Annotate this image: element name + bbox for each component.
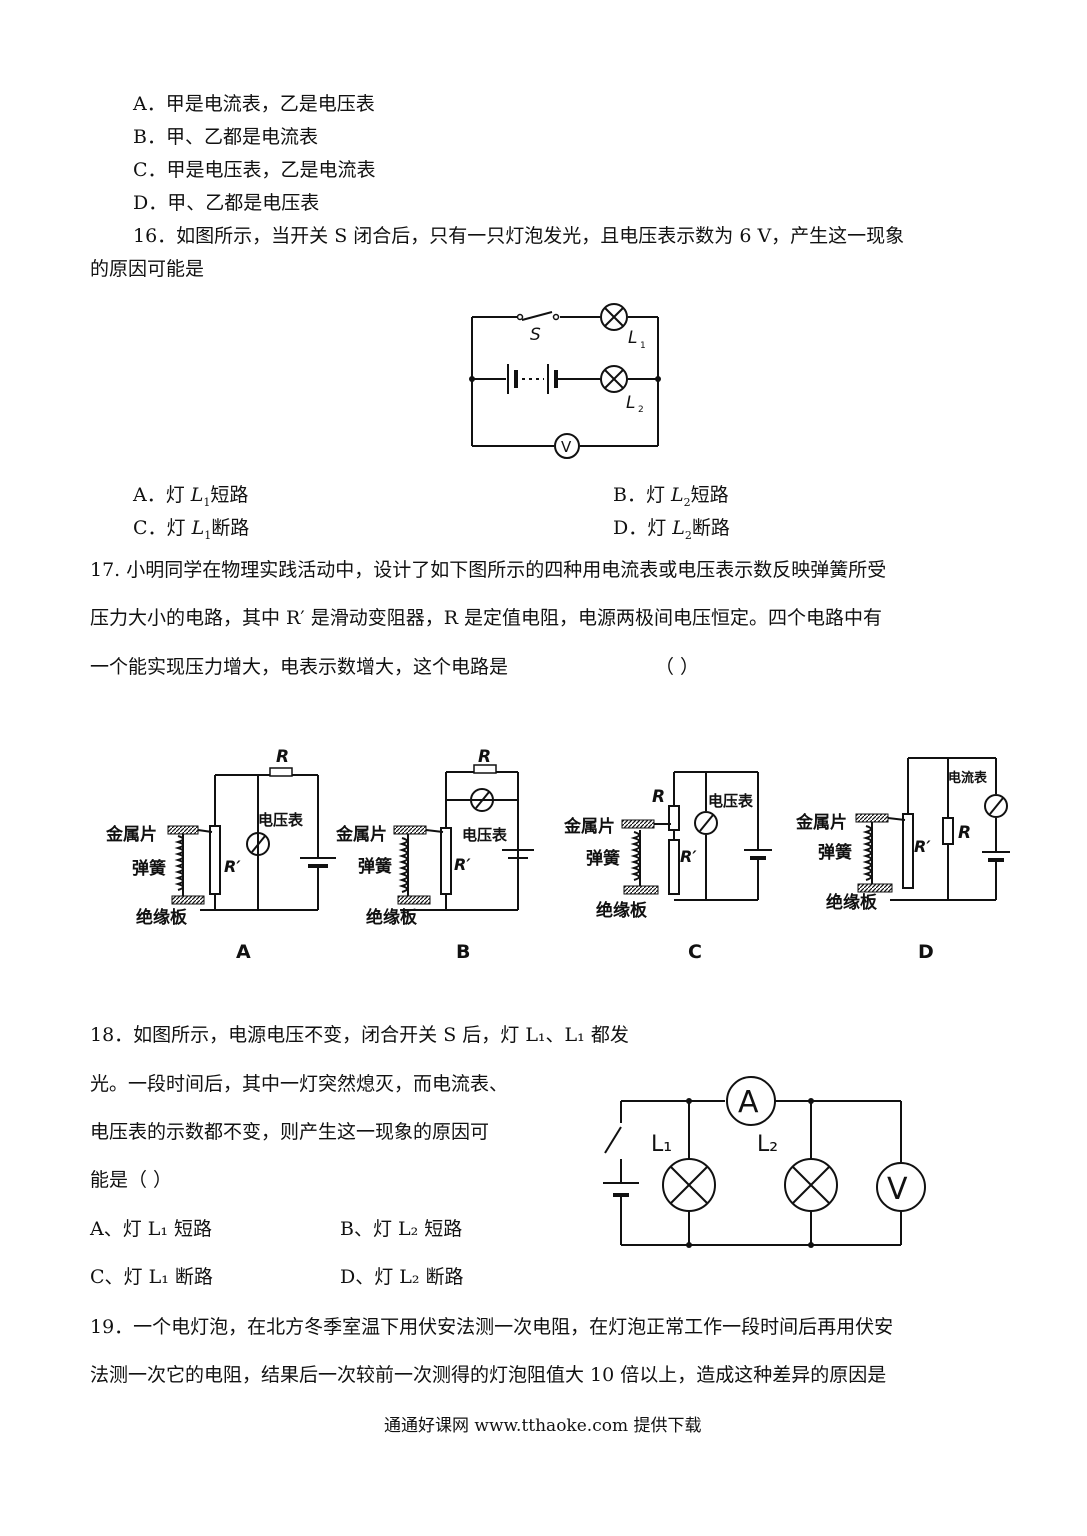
q16-lamp1-sub: 1 [640, 341, 646, 351]
q17-stem-line3: 一个能实现压力增大，电表示数增大，这个电路是 [90, 656, 509, 678]
q18-lamp2-label: L₂ [757, 1132, 778, 1157]
q17-circuit-c: R R′ 电压表 金属片 弹簧 绝缘板 C [563, 771, 772, 963]
q16-option-d: D．灯 L2断路 [613, 517, 730, 542]
q15-option-d: D．甲、乙都是电压表 [133, 192, 320, 214]
svg-text:电压表: 电压表 [708, 792, 754, 810]
q17-label-b: B [456, 941, 470, 963]
svg-text:绝缘板: 绝缘板 [136, 907, 188, 928]
svg-text:金属片: 金属片 [105, 824, 157, 845]
svg-text:弹簧: 弹簧 [132, 858, 166, 879]
q15-option-a: A．甲是电流表，乙是电压表 [133, 93, 375, 115]
q18-stem-line4: 能是（ ） [90, 1169, 173, 1191]
q18-ammeter-label: A [738, 1085, 759, 1120]
q17-circuit-diagrams: R R′ 电压表 金属片 弹簧 绝缘板 A R R′ 电压表 [105, 747, 1010, 963]
q17-circuit-a: R R′ 电压表 金属片 弹簧 绝缘板 A [105, 747, 336, 963]
q18-stem-line1: 18．如图所示，电源电压不变，闭合开关 S 后，灯 L₁、L₁ 都发 [90, 1024, 629, 1046]
q17-answer-paren: （ ） [655, 656, 700, 678]
svg-text:弹簧: 弹簧 [358, 856, 392, 877]
q15-option-c: C．甲是电压表，乙是电流表 [133, 159, 376, 181]
q16-lamp2-label: L [626, 393, 635, 413]
svg-text:R′: R′ [680, 847, 697, 866]
svg-text:R: R [478, 747, 491, 767]
svg-text:R′: R′ [914, 837, 931, 856]
svg-text:绝缘板: 绝缘板 [826, 892, 878, 913]
svg-text:绝缘板: 绝缘板 [596, 900, 648, 921]
q16-option-a: A．灯 L1短路 [133, 484, 249, 509]
q17-label-a: A [236, 941, 251, 963]
q18-lamp1-label: L₁ [651, 1132, 672, 1157]
q18-option-b: B、灯 L₂ 短路 [340, 1218, 463, 1240]
svg-text:R: R [276, 747, 289, 767]
svg-text:电压表: 电压表 [462, 826, 508, 844]
page-footer: 通通好课网 www.tthaoke.com 提供下载 [384, 1416, 702, 1436]
svg-text:弹簧: 弹簧 [818, 842, 852, 863]
q18-option-c: C、灯 L₁ 断路 [90, 1266, 213, 1288]
q18-circuit-diagram: A V L₁ L₂ [603, 1076, 926, 1248]
q16-lamp2-sub: 2 [638, 405, 644, 415]
q17-circuit-b: R R′ 电压表 金属片 弹簧 绝缘板 B [335, 747, 534, 963]
svg-text:电流表: 电流表 [948, 770, 988, 786]
q16-stem-line1: 16．如图所示，当开关 S 闭合后，只有一只灯泡发光，且电压表示数为 6 V，产… [133, 225, 905, 247]
q18-stem-line3: 电压表的示数都不变，则产生这一现象的原因可 [90, 1121, 490, 1143]
q17-circuit-d: R R′ 电流表 金属片 弹簧 绝缘板 D [795, 757, 1010, 963]
svg-text:R: R [652, 787, 665, 807]
svg-text:R: R [958, 823, 971, 843]
svg-text:金属片: 金属片 [563, 816, 615, 837]
q18-voltmeter-label: V [887, 1172, 908, 1207]
svg-text:R′: R′ [224, 857, 241, 876]
q16-lamp1-label: L [628, 328, 637, 348]
q16-option-c: C．灯 L1断路 [133, 517, 250, 542]
q15-option-b: B．甲、乙都是电流表 [133, 126, 318, 148]
svg-text:金属片: 金属片 [795, 812, 847, 833]
q18-option-a: A、灯 L₁ 短路 [90, 1218, 213, 1240]
q16-circuit-diagram: S L 1 L 2 V [469, 303, 661, 459]
q17-stem-line1: 17. 小明同学在物理实践活动中，设计了如下图所示的四种用电流表或电压表示数反映… [90, 559, 887, 581]
svg-text:弹簧: 弹簧 [586, 848, 620, 869]
q18-option-d: D、灯 L₂ 断路 [340, 1266, 464, 1288]
q17-stem-line2: 压力大小的电路，其中 R′ 是滑动变阻器，R 是定值电阻，电源两极间电压恒定。四… [90, 607, 883, 629]
q17-label-c: C [688, 941, 702, 963]
q16-voltmeter-label: V [561, 438, 572, 456]
q16-option-b: B．灯 L2短路 [613, 484, 729, 509]
svg-text:金属片: 金属片 [335, 824, 387, 845]
q18-stem-line2: 光。一段时间后，其中一灯突然熄灭，而电流表、 [90, 1073, 509, 1095]
svg-text:绝缘板: 绝缘板 [366, 907, 418, 928]
svg-text:电压表: 电压表 [258, 811, 304, 829]
q19-stem-line2: 法测一次它的电阻，结果后一次较前一次测得的灯泡阻值大 10 倍以上，造成这种差异… [90, 1364, 887, 1386]
q17-label-d: D [918, 941, 934, 963]
q16-stem-line2: 的原因可能是 [90, 258, 205, 280]
q19-stem-line1: 19．一个电灯泡，在北方冬季室温下用伏安法测一次电阻，在灯泡正常工作一段时间后再… [90, 1316, 894, 1338]
q16-switch-label: S [530, 325, 541, 345]
svg-text:R′: R′ [454, 855, 471, 874]
